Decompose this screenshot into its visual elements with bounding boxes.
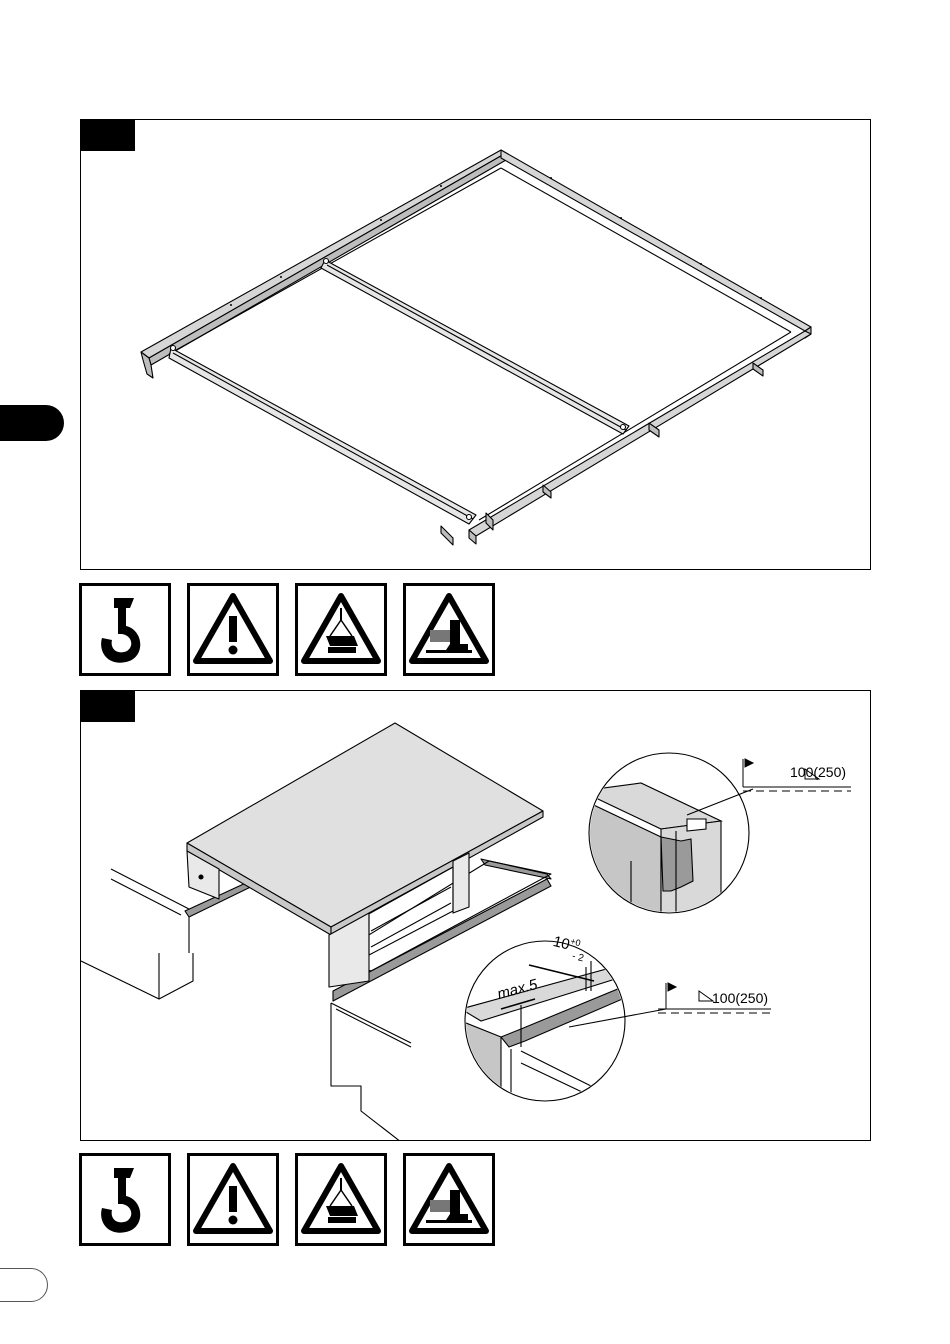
figure-frame-assembly [80,119,871,570]
safety-icons-row [79,583,499,676]
page-number-oval [0,1268,48,1302]
dimension-gap-main: 10 [551,933,571,954]
hook-icon [79,1153,171,1246]
weld-spec-bottom: 100(250) [712,990,768,1006]
suspended-load-warning-icon [295,583,387,676]
suspended-load-warning-icon [295,1153,387,1246]
figure-hood-installation: 100(250) 100(250) max.5 10+0 - 2 [80,690,871,1141]
general-warning-icon [187,583,279,676]
frame-drawing [81,120,871,570]
weld-spec-top: 100(250) [790,764,846,780]
crush-hazard-feet-icon [403,1153,495,1246]
crush-hazard-feet-icon [403,583,495,676]
general-warning-icon [187,1153,279,1246]
chapter-tab [0,405,64,441]
hook-icon [79,583,171,676]
safety-icons-row [79,1153,499,1246]
hood-drawing [81,691,871,1141]
